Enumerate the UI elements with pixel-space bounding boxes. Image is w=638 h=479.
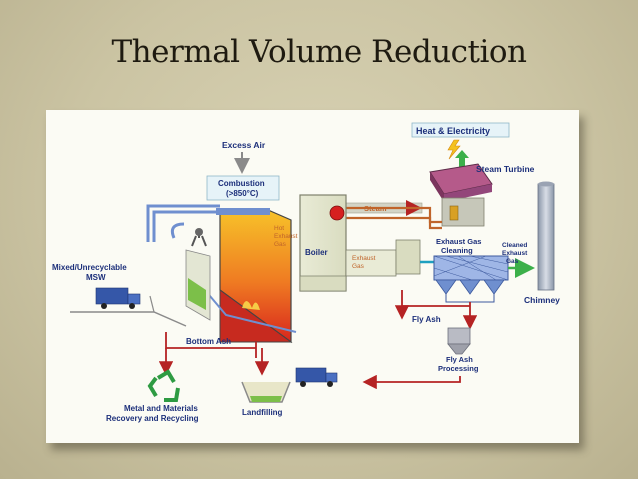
combustion-label: Combustion <box>218 179 265 188</box>
bottom-ash-label: Bottom Ash <box>186 337 231 346</box>
landfill-truck-icon <box>295 367 327 383</box>
exhaust-gas-label-1: Exhaust <box>352 255 376 262</box>
slide-title: Thermal Volume Reduction <box>111 34 528 70</box>
diagram-panel: Heat & Electricity Steam Turbine Excess … <box>46 110 579 443</box>
fly-ash-processing-label-2: Processing <box>438 364 479 373</box>
chimney <box>537 183 555 291</box>
energy-up-arrow <box>455 150 469 168</box>
cleaned-gas-label-1: Cleaned <box>502 242 527 249</box>
exhaust-gas-label-2: Gas <box>352 263 365 270</box>
msw-label-1: Mixed/Unrecyclable <box>52 263 127 272</box>
fly-ash-label: Fly Ash <box>412 315 441 324</box>
fly-ash-silo <box>447 327 471 345</box>
hot-exhaust-label-1: Hot <box>274 225 284 232</box>
steam-turbine-label: Steam Turbine <box>476 164 535 174</box>
boiler-drum-icon <box>329 205 345 221</box>
incineration-diagram: Heat & Electricity Steam Turbine Excess … <box>52 122 560 423</box>
combustion-box <box>206 175 280 201</box>
recycling-icon <box>147 369 180 402</box>
exhaust-cleaning-label-1: Exhaust Gas <box>436 237 481 246</box>
metal-recovery-label-1: Metal and Materials <box>124 404 198 413</box>
metal-recovery-label-2: Recovery and Recycling <box>106 414 199 423</box>
lightning-icon <box>447 139 461 160</box>
cleaned-gas-label-3: Gas <box>506 258 519 265</box>
crane-grabber-icon <box>195 228 203 236</box>
cleaned-gas-label-2: Exhaust <box>502 250 528 257</box>
flame-icon <box>242 301 260 310</box>
msw-label-2: MSW <box>86 273 106 282</box>
fly-ash-processing-label-1: Fly Ash <box>446 355 473 364</box>
boiler-label: Boiler <box>305 248 328 257</box>
hot-exhaust-label-3: Gas <box>274 241 287 248</box>
chimney-label: Chimney <box>524 295 560 305</box>
heat-electricity-label: Heat & Electricity <box>416 126 490 136</box>
excess-air-label: Excess Air <box>222 140 266 150</box>
waste-pile <box>188 278 206 310</box>
hot-exhaust-label-2: Exhaust <box>274 233 298 240</box>
exhaust-cleaning-label-2: Cleaning <box>441 246 473 255</box>
garbage-truck-icon <box>95 287 129 305</box>
heat-electricity-box <box>411 122 510 138</box>
landfilling-label: Landfilling <box>242 408 283 417</box>
combustion-temp-label: (>850°C) <box>226 189 259 198</box>
